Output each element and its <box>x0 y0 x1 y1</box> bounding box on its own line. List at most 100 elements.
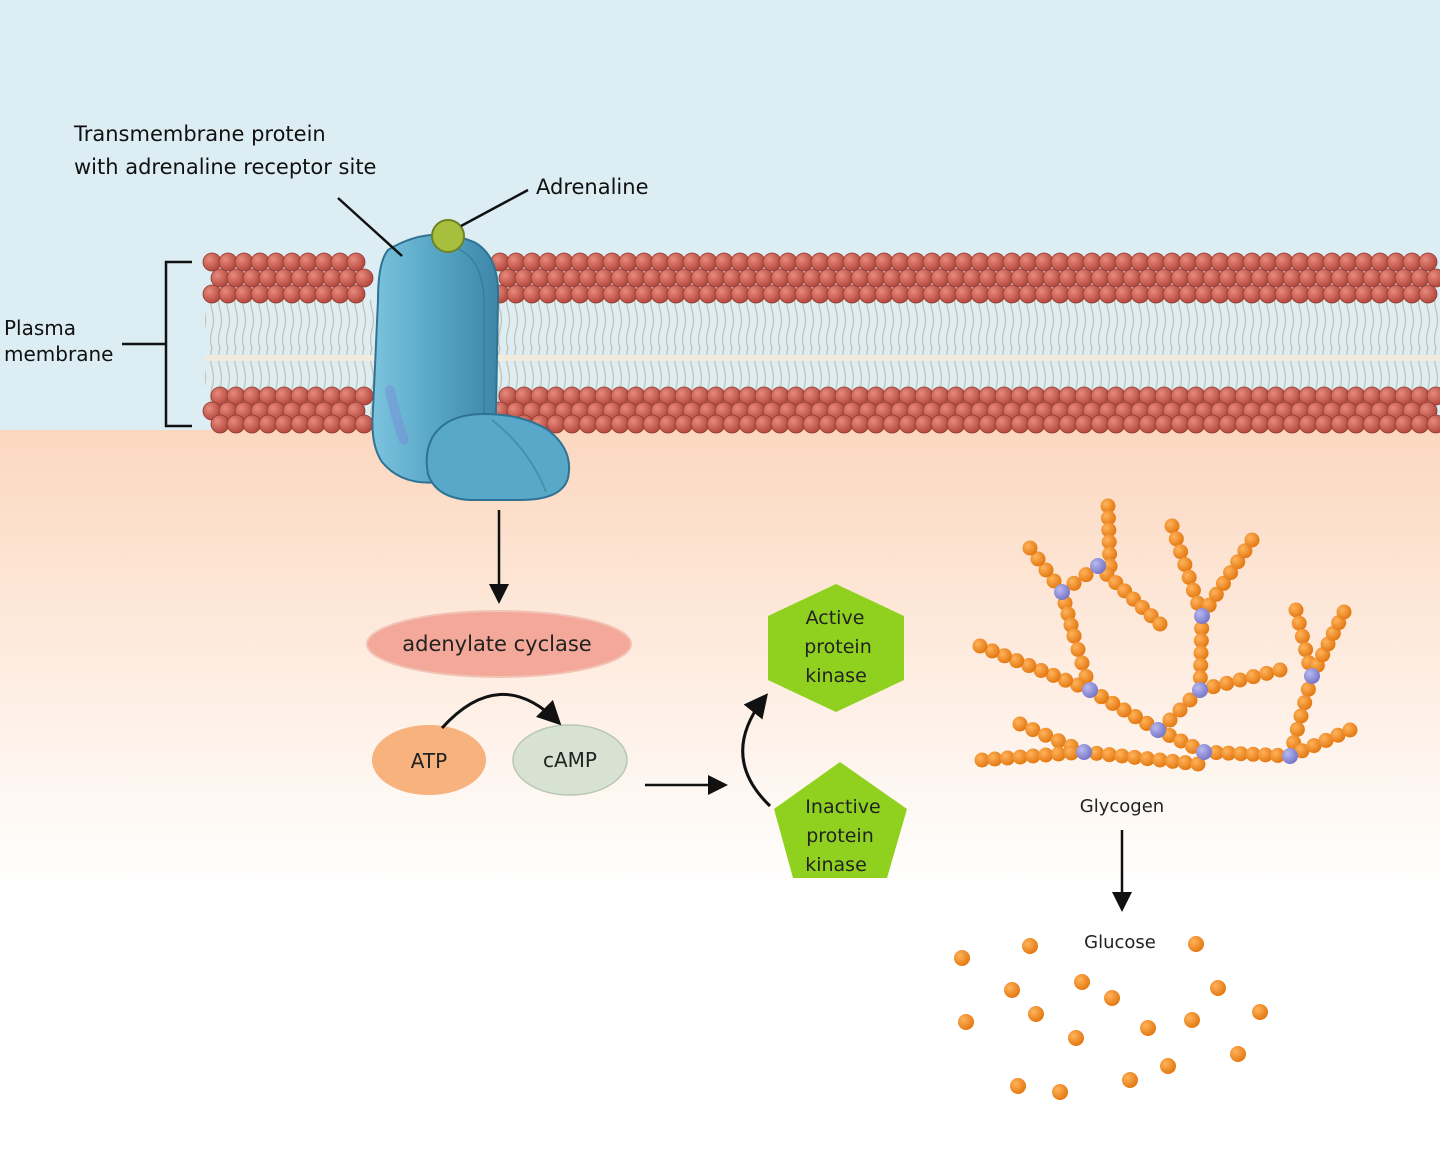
phospholipid-head <box>1234 414 1254 434</box>
phospholipid-head <box>330 252 350 272</box>
phospholipid-head <box>234 284 254 304</box>
phospholipid-head <box>946 414 966 434</box>
glucose-unit <box>1298 642 1314 658</box>
phospholipid-head <box>642 414 662 434</box>
phospholipid-head <box>1194 252 1214 272</box>
glucose-unit <box>1012 716 1028 732</box>
glucose-unit <box>1173 544 1189 560</box>
glucose-unit <box>1050 733 1066 749</box>
phospholipid-head <box>810 252 830 272</box>
free-glucose <box>1230 1046 1246 1062</box>
phospholipid-head <box>866 268 886 288</box>
phospholipid-head <box>658 414 678 434</box>
camp-label: cAMP <box>543 748 597 772</box>
glucose-unit <box>1237 543 1253 559</box>
phospholipid-head <box>354 414 374 434</box>
phospholipid-head <box>738 268 758 288</box>
glucose-unit <box>1272 662 1288 678</box>
glucose-unit <box>1177 755 1193 771</box>
phospholipid-head <box>1386 284 1406 304</box>
glucose-unit <box>1100 498 1116 514</box>
phospholipid-head <box>922 284 942 304</box>
phospholipid-head <box>562 414 582 434</box>
phospholipid-head <box>330 284 350 304</box>
phospholipid-head <box>1074 268 1094 288</box>
phospholipid-head <box>802 268 822 288</box>
glucose-unit <box>1185 582 1201 598</box>
phospholipid-head <box>1002 252 1022 272</box>
phospholipid-head <box>554 252 574 272</box>
phospholipid-head <box>570 252 590 272</box>
phospholipid-head <box>1042 414 1062 434</box>
phospholipid-head <box>978 414 998 434</box>
phospholipid-head <box>634 284 654 304</box>
phospholipid-head <box>1186 268 1206 288</box>
glucose-unit <box>1116 702 1132 718</box>
glucose-unit <box>974 752 990 768</box>
plasma-membrane <box>202 252 1440 434</box>
phospholipid-head <box>1274 284 1294 304</box>
phospholipid-head <box>1018 284 1038 304</box>
phospholipid-head <box>1418 284 1438 304</box>
phospholipid-head <box>874 284 894 304</box>
phospholipid-head <box>1082 284 1102 304</box>
phospholipid-head <box>1378 414 1398 434</box>
glucose-unit <box>1101 747 1117 763</box>
phospholipid-head <box>1242 284 1262 304</box>
phospholipid-head <box>1362 268 1382 288</box>
phospholipid-head <box>658 268 678 288</box>
free-glucose <box>1052 1084 1068 1100</box>
phospholipid-head <box>562 268 582 288</box>
phospholipid-head <box>1330 414 1350 434</box>
phospholipid-head <box>626 268 646 288</box>
phospholipid-head <box>962 414 982 434</box>
free-glucose <box>1010 1078 1026 1094</box>
glucose-unit <box>1182 692 1198 708</box>
phospholipid-head <box>218 252 238 272</box>
glucose-unit <box>1192 670 1208 686</box>
phospholipid-head <box>666 252 686 272</box>
phospholipid-head <box>506 284 526 304</box>
phospholipid-head <box>1226 284 1246 304</box>
phospholipid-head <box>1162 284 1182 304</box>
glucose-unit <box>1205 679 1221 695</box>
phospholipid-head <box>530 268 550 288</box>
phospholipid-head <box>698 252 718 272</box>
glucose-unit <box>996 648 1012 664</box>
phospholipid-head <box>1154 268 1174 288</box>
transmembrane-protein <box>371 233 570 501</box>
receptor-leader <box>337 197 403 257</box>
phospholipid-head <box>1002 284 1022 304</box>
phospholipid-head <box>1394 268 1414 288</box>
phospholipid-head <box>906 284 926 304</box>
receptor-label-line2: with adrenaline receptor site <box>74 155 376 179</box>
phospholipid-head <box>1426 268 1440 288</box>
phospholipid-head <box>1210 284 1230 304</box>
phospholipid-head <box>1258 284 1278 304</box>
phospholipid-head <box>1290 252 1310 272</box>
phospholipid-head <box>1314 414 1334 434</box>
phospholipid-head <box>906 252 926 272</box>
glucose-unit <box>1219 675 1235 691</box>
glucose-unit <box>1233 746 1249 762</box>
phospholipid-head <box>258 268 278 288</box>
phospholipid-head <box>930 414 950 434</box>
glucose-unit <box>1289 721 1305 737</box>
free-glucose <box>1184 1012 1200 1028</box>
phospholipid-head <box>850 414 870 434</box>
phospholipid-head <box>522 284 542 304</box>
phospholipid-head <box>1058 414 1078 434</box>
glucose-unit <box>1046 573 1062 589</box>
glucose-unit <box>1051 746 1066 762</box>
phospholipid-head <box>1122 268 1142 288</box>
phospholipid-head <box>266 252 286 272</box>
free-glucose <box>954 950 970 966</box>
phospholipid-head <box>938 252 958 272</box>
phospholipid-head <box>538 252 558 272</box>
phospholipid-head <box>1082 252 1102 272</box>
phospholipid-head <box>586 284 606 304</box>
phospholipid-head <box>1338 252 1358 272</box>
glucose-unit <box>1030 551 1046 567</box>
phospholipid-head <box>698 284 718 304</box>
glucose-unit <box>1294 628 1310 644</box>
